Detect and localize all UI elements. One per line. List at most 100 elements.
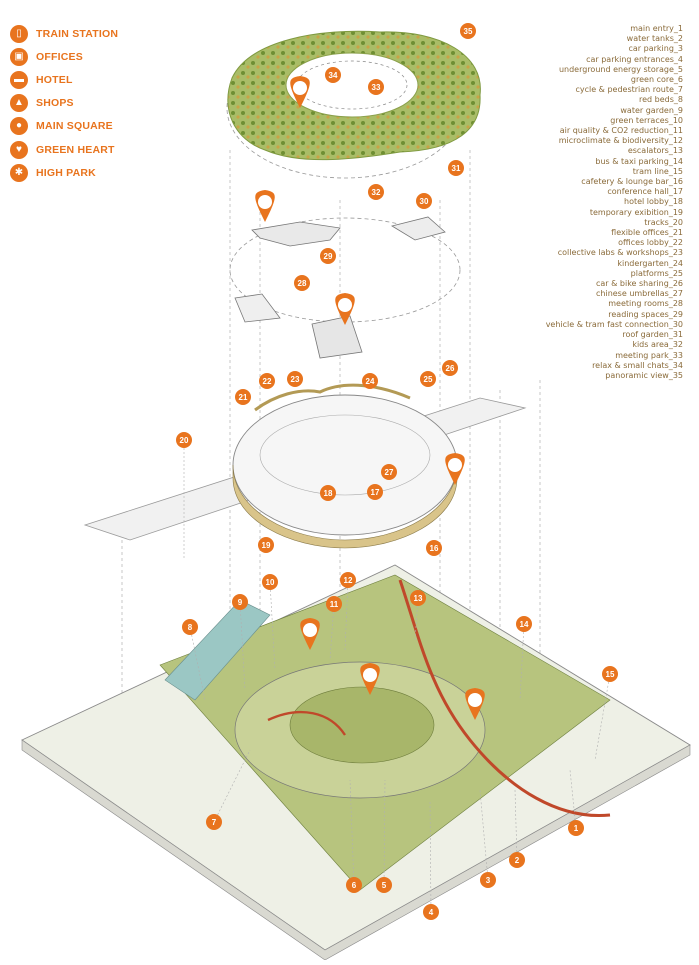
key-item: meeting rooms_28 (608, 299, 683, 309)
number-marker: 8 (182, 619, 198, 635)
main-square-pin (465, 688, 485, 720)
number-marker: 17 (367, 484, 383, 500)
legend-item-green-heart: ♥ GREEN HEART (10, 138, 190, 161)
key-item: cafetery & lounge bar_16 (581, 177, 683, 187)
legend-label: MAIN SQUARE (36, 120, 113, 133)
key-item: vehicle & tram fast connection_30 (545, 319, 683, 329)
key-item: flexible offices_21 (611, 228, 683, 238)
key-item: tram line_15 (632, 166, 683, 176)
number-marker: 12 (340, 572, 356, 588)
svg-text:32: 32 (372, 188, 381, 197)
number-marker: 21 (235, 389, 251, 405)
number-marker: 28 (294, 275, 310, 291)
legend-label: HIGH PARK (36, 166, 96, 179)
number-leader-lines (183, 440, 611, 913)
number-marker: 1 (568, 820, 584, 836)
key-item: chinese umbrellas_27 (596, 289, 683, 299)
upper-volumes-level (229, 216, 461, 359)
svg-text:21: 21 (239, 393, 248, 402)
svg-text:2: 2 (515, 856, 520, 865)
key-item: green terraces_10 (610, 115, 683, 125)
number-marker: 15 (602, 666, 618, 682)
svg-text:34: 34 (329, 71, 338, 80)
svg-text:23: 23 (291, 375, 300, 384)
number-marker: 33 (368, 79, 384, 95)
legend-label: OFFICES (36, 50, 83, 63)
key-item: panoramic view_35 (605, 370, 683, 380)
legend-label: HOTEL (36, 73, 73, 86)
number-marker: 10 (262, 574, 278, 590)
svg-text:9: 9 (238, 598, 243, 607)
number-marker: 16 (426, 540, 442, 556)
svg-text:35: 35 (464, 27, 473, 36)
key-item: water garden_9 (620, 105, 683, 115)
key-item: relax & small chats_34 (592, 360, 683, 370)
number-marker: 22 (259, 373, 275, 389)
number-marker: 14 (516, 616, 532, 632)
svg-text:7: 7 (212, 818, 217, 827)
svg-text:16: 16 (430, 544, 439, 553)
number-marker: 23 (287, 371, 303, 387)
legend-item-high-park: ✱ HIGH PARK (10, 161, 190, 184)
number-marker: 20 (176, 432, 192, 448)
key-item: offices lobby_22 (618, 238, 683, 248)
number-marker: 27 (381, 464, 397, 480)
number-marker: 2 (509, 852, 525, 868)
svg-text:27: 27 (385, 468, 394, 477)
number-marker: 13 (410, 590, 426, 606)
number-marker: 9 (232, 594, 248, 610)
key-item: temporary exibition_19 (589, 207, 683, 217)
legend-label: GREEN HEART (36, 143, 115, 156)
number-markers: 1 2 3 4 5 6 7 8 9 10 11 12 13 14 15 16 1… (176, 23, 618, 920)
key-item: underground energy storage_5 (558, 64, 683, 74)
svg-text:3: 3 (486, 876, 491, 885)
number-marker: 26 (442, 360, 458, 376)
svg-text:13: 13 (414, 594, 423, 603)
key-item: air quality & CO2 reduction_11 (559, 126, 683, 136)
legend-item-main-square: ● MAIN SQUARE (10, 115, 190, 138)
key-item: tracks_20 (644, 217, 683, 227)
heart-icon: ♥ (10, 140, 28, 159)
svg-text:31: 31 (452, 164, 461, 173)
number-marker: 32 (368, 184, 384, 200)
key-item: escalators_13 (627, 146, 683, 156)
svg-text:33: 33 (372, 83, 381, 92)
person-icon: ● (10, 117, 28, 136)
svg-text:26: 26 (446, 364, 455, 373)
number-marker: 11 (326, 596, 342, 612)
shops-pin (300, 618, 320, 650)
key-item: microclimate & biodiversity_12 (558, 136, 683, 146)
legend-label: TRAIN STATION (36, 27, 119, 40)
key-item: meeting park_33 (615, 350, 683, 360)
svg-text:1: 1 (574, 824, 579, 833)
svg-text:6: 6 (352, 881, 357, 890)
svg-text:19: 19 (262, 541, 271, 550)
key-item: kids area_32 (632, 340, 683, 350)
key-item: car parking entrances_4 (586, 54, 683, 64)
key-item: green core_6 (630, 75, 683, 85)
svg-text:17: 17 (371, 488, 380, 497)
hotel-pin (335, 293, 355, 325)
key-item: reading spaces_29 (608, 309, 683, 319)
legend: ▯ TRAIN STATION ▣ OFFICES ▬ HOTEL ▲ SHOP… (10, 22, 190, 184)
key-item: roof garden_31 (622, 330, 683, 340)
key-item: platforms_25 (630, 268, 683, 278)
bed-icon: ▬ (10, 70, 28, 89)
svg-text:11: 11 (330, 600, 339, 609)
svg-text:20: 20 (180, 436, 189, 445)
legend-item-train-station: ▯ TRAIN STATION (10, 22, 190, 45)
svg-text:4: 4 (429, 908, 434, 917)
key-item: conference hall_17 (607, 187, 683, 197)
number-marker: 5 (376, 877, 392, 893)
number-marker: 7 (206, 814, 222, 830)
key-item: main entry_1 (630, 24, 683, 33)
number-marker: 34 (325, 67, 341, 83)
svg-text:8: 8 (188, 623, 193, 632)
map-pins (255, 76, 485, 720)
number-marker: 19 (258, 537, 274, 553)
legend-item-hotel: ▬ HOTEL (10, 68, 190, 91)
legend-label: SHOPS (36, 97, 74, 110)
tree-icon: ✱ (10, 163, 28, 182)
number-marker: 35 (460, 23, 476, 39)
